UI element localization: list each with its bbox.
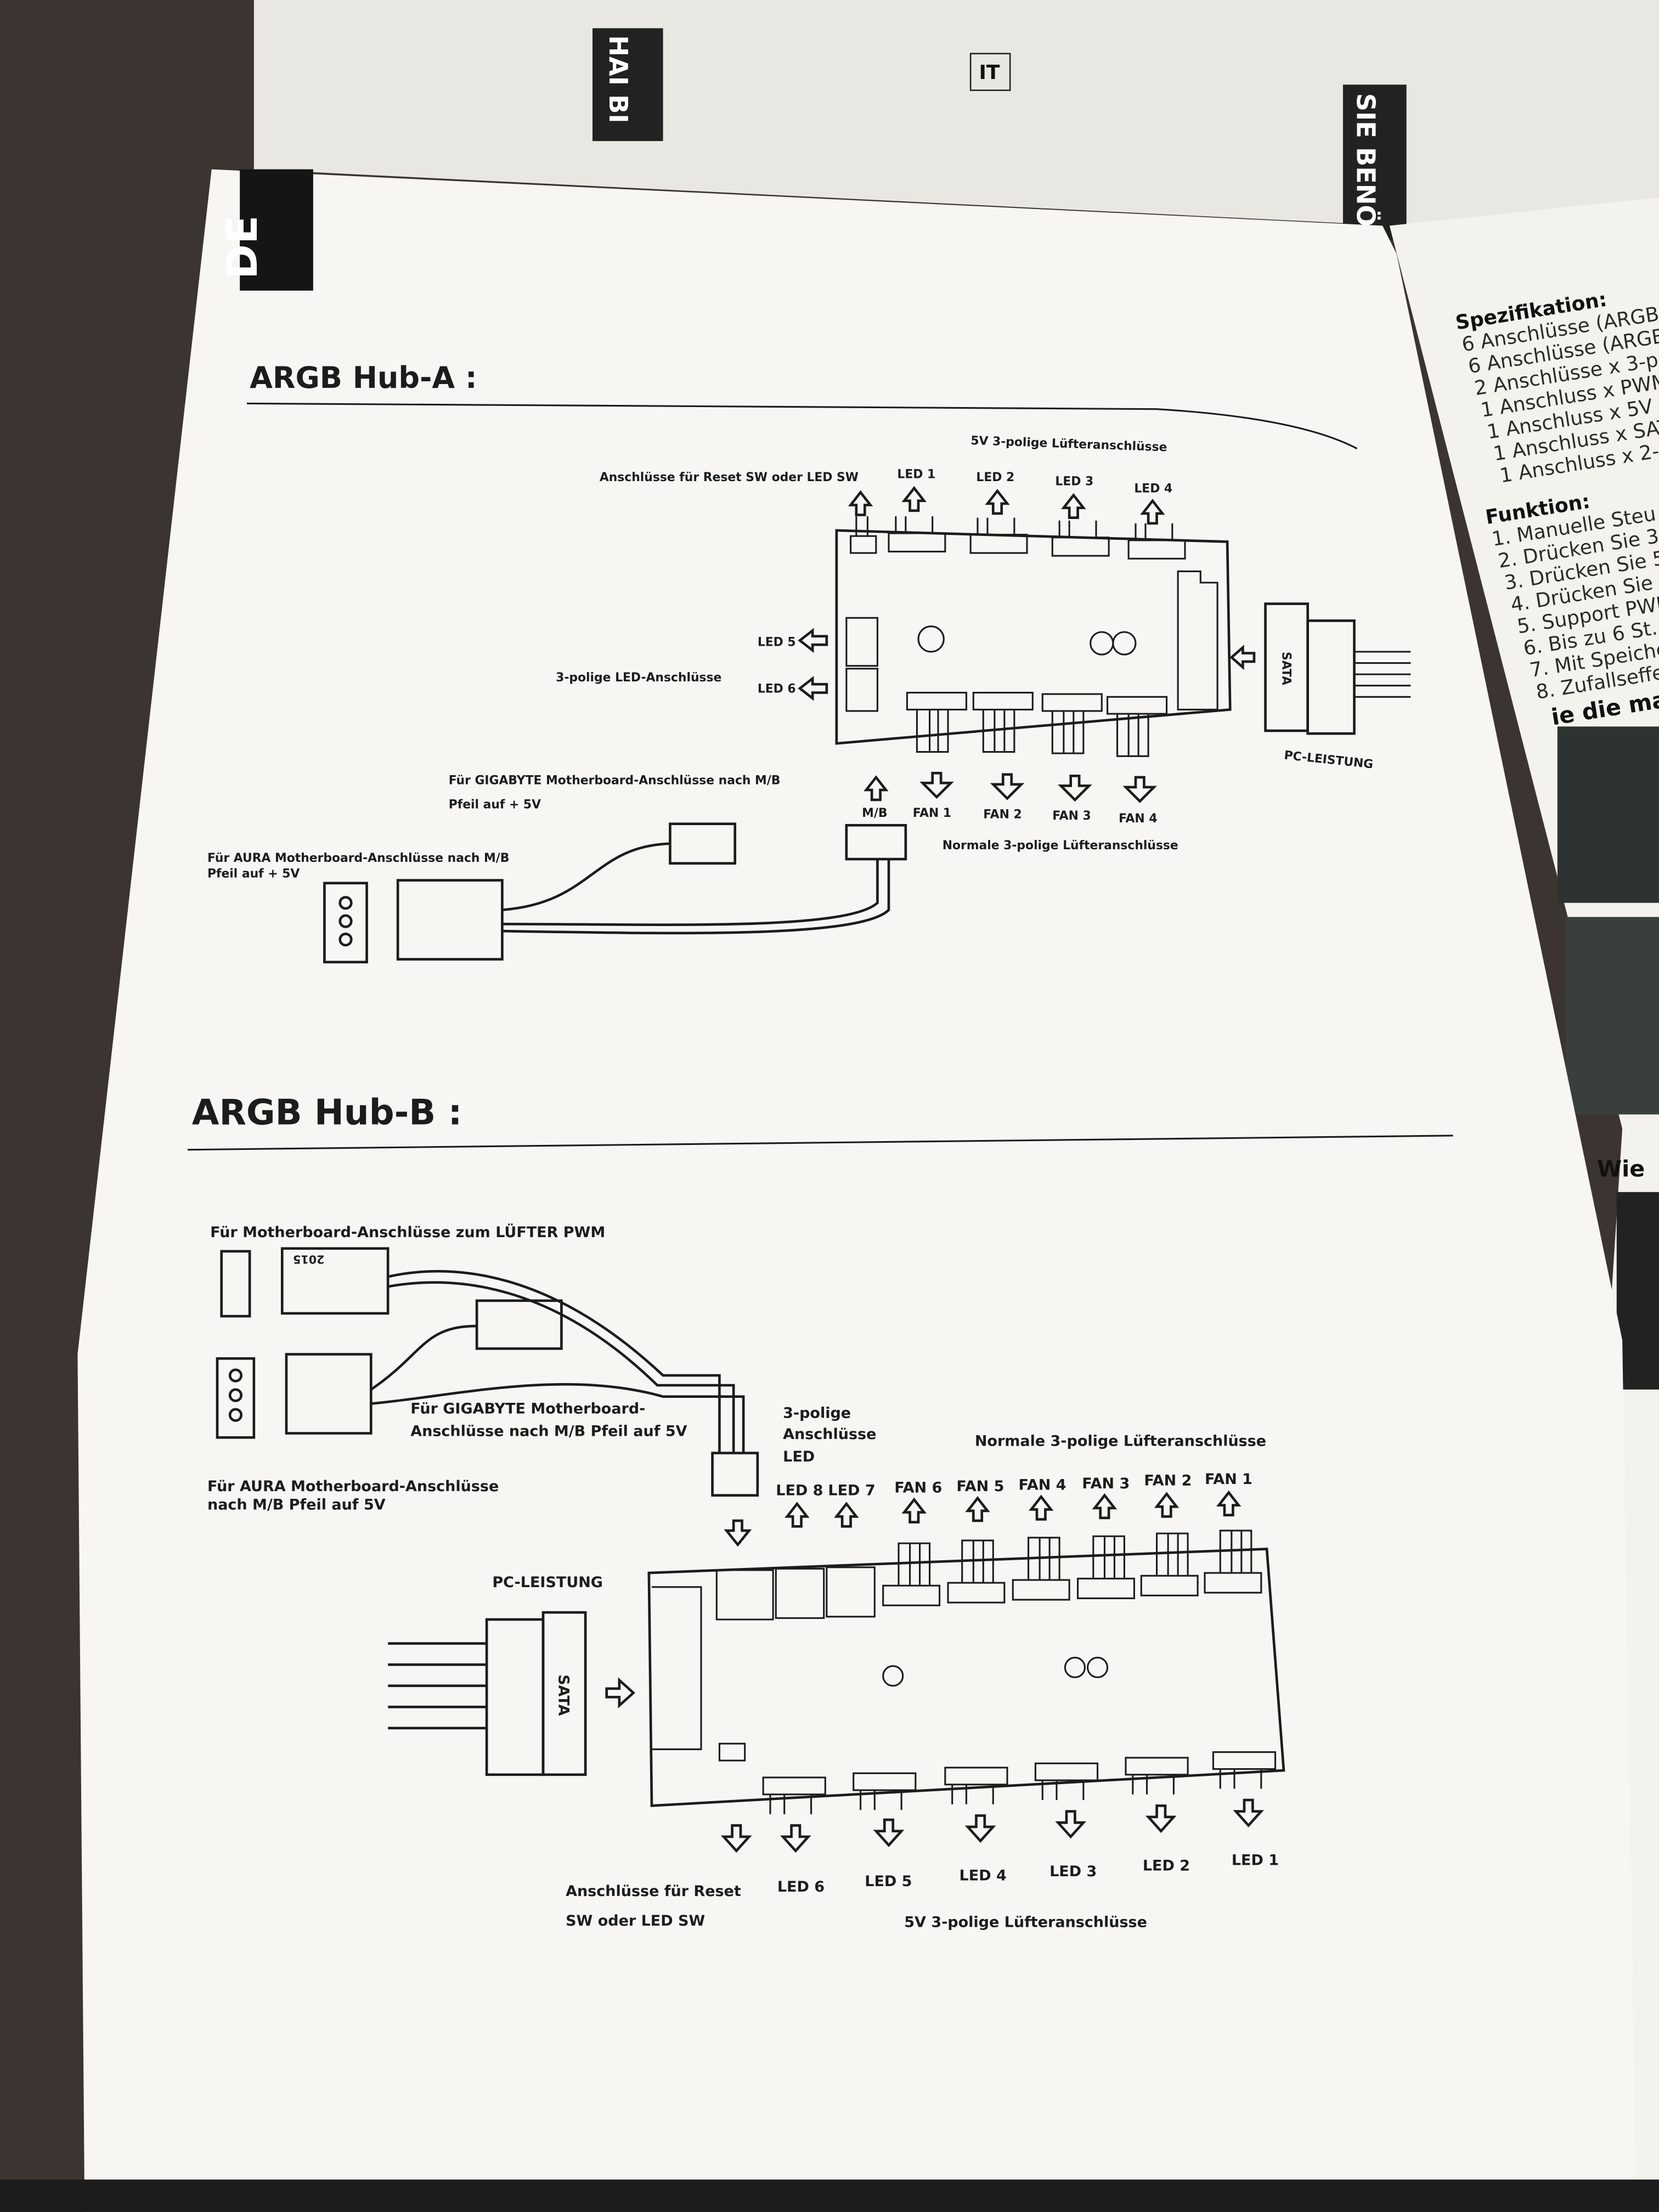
hub-a-sata-label: SATA	[1279, 652, 1293, 685]
hub-a-fan1-label: FAN 1	[913, 806, 951, 820]
hub-b-fan5-label: FAN 5	[956, 1478, 1004, 1495]
hub-b-fan3-label: FAN 3	[1082, 1475, 1130, 1492]
language-tab	[240, 169, 313, 291]
down-arrow-icons	[919, 771, 1157, 803]
hub-b-fan4-label: FAN 4	[1019, 1476, 1066, 1493]
hub-b-led4-label: LED 4	[960, 1867, 1007, 1884]
hub-b-bottom-header: 5V 3-polige Lüfteranschlüsse	[904, 1914, 1147, 1931]
hub-a-led6-label: LED 6	[758, 682, 796, 696]
hub-b-fan6-label: FAN 6	[894, 1480, 942, 1497]
function-section: Funktion: 1. Manuelle Steu 2. Drücken Si…	[1484, 490, 1659, 731]
hub-b-led1-label: LED 1	[1232, 1852, 1279, 1869]
hub-b-board	[647, 1547, 1285, 1807]
hub-a-fan2-label: FAN 2	[983, 808, 1022, 821]
hub-a-led3-label: LED 3	[1055, 475, 1093, 489]
hub-b-led7-label: LED 7	[828, 1482, 875, 1499]
hub-b-connector-code: 2015	[293, 1253, 324, 1266]
hub-b-diagram: ARGB Hub-B : Für Motherboard-Anschlüsse …	[187, 1092, 1453, 1931]
hub-a-led4-label: LED 4	[1134, 482, 1172, 495]
it-tab-label: IT	[979, 61, 1000, 84]
hub-b-fan2-label: FAN 2	[1144, 1472, 1192, 1489]
hub-b-sata-label: SATA	[555, 1674, 572, 1716]
hub-b-title: ARGB Hub-B :	[192, 1092, 462, 1133]
hub-a-title: ARGB Hub-A :	[250, 360, 477, 395]
product-photo	[1557, 726, 1659, 903]
it-tab	[969, 53, 1011, 91]
hub-a-gigabyte-label-2: Pfeil auf + 5V	[449, 798, 541, 811]
hub-b-cables	[216, 1247, 759, 1497]
down-arrow-icons	[720, 1798, 1265, 1853]
hub-a-aura-label-2: Pfeil auf + 5V	[207, 867, 300, 881]
hub-b-pc-power-label: PC-LEISTUNG	[492, 1574, 603, 1591]
hub-b-led3-label-3: LED	[783, 1448, 815, 1465]
hub-a-cable	[323, 822, 907, 964]
hub-b-led3-label: LED 3	[1049, 1863, 1097, 1880]
hub-a-led-side-label: 3-polige LED-Anschlüsse	[556, 671, 721, 685]
hub-a-reset-label: Anschlüsse für Reset SW oder LED SW	[600, 471, 859, 484]
up-arrow-icon	[864, 775, 889, 802]
hub-b-reset-label: Anschlüsse für Reset	[566, 1883, 741, 1900]
hub-b-led2-label: LED 2	[1143, 1858, 1190, 1875]
hub-a-led5-label: LED 5	[758, 636, 796, 650]
hub-a-fan4-label: FAN 4	[1119, 812, 1157, 826]
hub-b-reset-label-2: SW oder LED SW	[566, 1912, 705, 1929]
main-page	[77, 169, 1637, 2212]
left-arrow-icons	[798, 628, 1256, 701]
hub-b-sata-connector	[388, 1611, 636, 1776]
product-photo	[1566, 917, 1659, 1115]
hub-b-fan1-label: FAN 1	[1205, 1471, 1252, 1488]
hub-b-led3-label-2: Anschlüsse	[783, 1426, 876, 1443]
hub-a-top-headers	[845, 516, 1218, 757]
page-bottom-edge	[0, 2179, 1659, 2212]
hub-b-led5-label: LED 5	[865, 1873, 912, 1890]
hub-b-led3-label: 3-polige	[783, 1404, 851, 1421]
hub-a-gigabyte-label: Für GIGABYTE Motherboard-Anschlüsse nach…	[449, 774, 781, 788]
hub-a-led2-label: LED 2	[976, 471, 1014, 484]
hub-b-arrows	[724, 1490, 1242, 1547]
de-heading: SIE BENÖ	[1351, 93, 1381, 227]
hub-a-aura-label: Für AURA Motherboard-Anschlüsse nach M/B	[207, 851, 509, 865]
hub-b-normal-fans-label: Normale 3-polige Lüfteranschlüsse	[975, 1433, 1266, 1450]
hub-b-led6-label: LED 6	[777, 1878, 825, 1895]
right-heading: Wie	[1597, 1156, 1645, 1182]
it-heading: HAI BI	[603, 35, 633, 123]
hub-b-gigabyte-label: Für GIGABYTE Motherboard-	[410, 1401, 645, 1418]
spec-section: Spezifikation: 6 Anschlüsse (ARGB 6 Ansc…	[1454, 289, 1659, 488]
language-tab-label: DE	[218, 215, 267, 279]
hub-b-led8-label: LED 8	[776, 1482, 823, 1499]
product-photo	[1616, 1192, 1659, 1390]
hub-b-pwm-label: Für Motherboard-Anschlüsse zum LÜFTER PW…	[210, 1223, 605, 1241]
hub-a-led1-label: LED 1	[897, 468, 935, 482]
hub-b-aura-label-2: nach M/B Pfeil auf 5V	[207, 1496, 386, 1513]
up-arrow-icons	[848, 486, 1165, 525]
hub-b-gigabyte-label-2: Anschlüsse nach M/B Pfeil auf 5V	[410, 1423, 687, 1440]
hub-b-aura-label: Für AURA Motherboard-Anschlüsse	[207, 1478, 499, 1495]
hub-a-fan3-label: FAN 3	[1052, 809, 1091, 823]
hub-b-headers	[651, 1530, 1277, 1814]
de-heading-bar	[1342, 84, 1407, 240]
hub-a-normal-fans-label: Normale 3-polige Lüfteranschlüsse	[943, 839, 1178, 853]
hub-a-mb-label: M/B	[862, 806, 887, 820]
it-heading-bar	[592, 28, 663, 142]
